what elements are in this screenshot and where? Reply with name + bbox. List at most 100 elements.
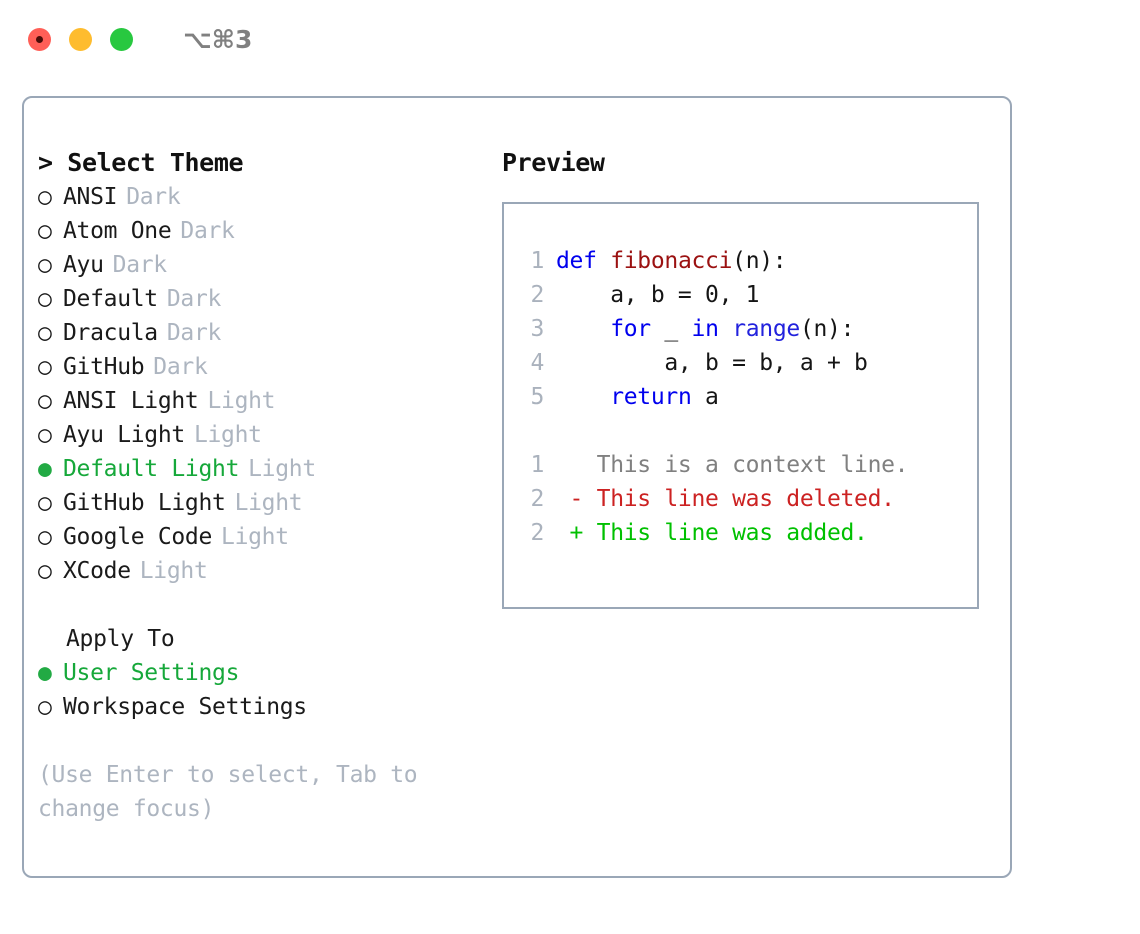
code-line: 4 a, b = b, a + b [520, 346, 977, 380]
theme-option-row[interactable]: ○ Ayu Light Light [38, 418, 508, 452]
code-token: - This line was deleted. [556, 486, 895, 512]
theme-option-label: XCode [63, 558, 131, 584]
code-token: This is a context line. [556, 452, 909, 478]
theme-option-category: Light [221, 524, 289, 550]
code-token: + This line was added. [556, 520, 868, 546]
radio-selected-icon[interactable]: ● [38, 456, 52, 482]
radio-unselected-icon[interactable]: ○ [38, 558, 52, 584]
radio-unselected-icon[interactable]: ○ [38, 286, 52, 312]
code-line: 1 This is a context line. [520, 448, 977, 482]
minimize-window-button[interactable] [69, 27, 92, 51]
diff-sample: 1 This is a context line.2 - This line w… [520, 448, 977, 550]
radio-unselected-icon[interactable]: ○ [38, 388, 52, 414]
code-token [719, 316, 733, 342]
code-token: def [556, 248, 611, 274]
theme-option-category: Light [248, 456, 316, 482]
line-number: 4 [530, 350, 544, 376]
radio-unselected-icon[interactable]: ○ [38, 252, 52, 278]
theme-option-label: Ayu [63, 252, 104, 278]
maximize-window-button[interactable] [110, 27, 133, 51]
code-line-content: for _ in range(n): [556, 312, 854, 346]
theme-option-category: Dark [166, 286, 222, 312]
radio-selected-icon[interactable]: ● [38, 660, 52, 686]
theme-option-label: Google Code [63, 524, 213, 550]
theme-option-row[interactable]: ○ XCode Light [38, 554, 508, 588]
code-line: 2 - This line was deleted. [520, 482, 977, 516]
theme-option-label: GitHub [63, 354, 145, 380]
code-diff-spacer [520, 414, 977, 448]
theme-option-category: Light [139, 558, 208, 584]
window-title-bar: ⌥⌘3 [0, 0, 1140, 78]
code-line-content: - This line was deleted. [556, 482, 895, 516]
theme-option-label: Atom One [63, 218, 172, 244]
theme-option-label: Ayu Light [63, 422, 185, 448]
code-token: _ [650, 316, 692, 342]
code-token: (n): [799, 316, 855, 342]
code-token [556, 316, 610, 342]
code-token: range [732, 316, 800, 342]
theme-option-row[interactable]: ○ Google Code Light [38, 520, 508, 554]
theme-option-label: Default Light [63, 456, 240, 482]
apply-to-heading: Apply To [66, 626, 175, 652]
theme-option-category: Dark [112, 252, 168, 278]
theme-option-row[interactable]: ○ Ayu Dark [38, 248, 508, 282]
code-line-content: + This line was added. [556, 516, 868, 550]
theme-option-category: Light [193, 422, 262, 448]
radio-unselected-icon[interactable]: ○ [38, 218, 52, 244]
theme-option-category: Light [207, 388, 276, 414]
theme-option-category: Light [234, 490, 303, 516]
line-number: 2 [530, 486, 544, 512]
keyboard-hint-text: (Use Enter to select, Tab to change focu… [38, 762, 418, 822]
select-theme-heading: > Select Theme [38, 148, 244, 177]
apply-to-option-label: Workspace Settings [63, 694, 307, 720]
code-line-content: a, b = b, a + b [556, 346, 868, 380]
code-token: a [691, 384, 719, 410]
theme-option-row[interactable]: ● Default Light Light [38, 452, 508, 486]
theme-option-category: Dark [166, 320, 222, 346]
radio-unselected-icon[interactable]: ○ [38, 320, 52, 346]
radio-unselected-icon[interactable]: ○ [38, 490, 52, 516]
code-token: return [610, 384, 692, 410]
theme-option-label: Dracula [63, 320, 158, 346]
code-line: 3 for _ in range(n): [520, 312, 977, 346]
close-window-button[interactable] [28, 27, 51, 51]
apply-to-list[interactable]: ● User Settings ○ Workspace Settings [38, 656, 508, 724]
radio-unselected-icon[interactable]: ○ [38, 422, 52, 448]
radio-unselected-icon[interactable]: ○ [38, 184, 52, 210]
theme-option-row[interactable]: ○ Atom One Dark [38, 214, 508, 248]
code-token: in [691, 316, 719, 342]
line-number: 1 [530, 452, 544, 478]
code-line: 2 a, b = 0, 1 [520, 278, 977, 312]
code-token: for [610, 316, 651, 342]
code-line-content: def fibonacci(n): [556, 244, 787, 278]
code-line-content: return a [556, 380, 719, 414]
line-number: 2 [530, 520, 544, 546]
radio-unselected-icon[interactable]: ○ [38, 354, 52, 380]
radio-unselected-icon[interactable]: ○ [38, 524, 52, 550]
list-spacer [38, 588, 508, 622]
apply-to-option-label: User Settings [63, 660, 240, 686]
code-token: a, b = 0, 1 [556, 282, 760, 308]
code-line-content: a, b = 0, 1 [556, 278, 759, 312]
theme-option-category: Dark [180, 218, 235, 244]
radio-unselected-icon[interactable]: ○ [38, 694, 52, 720]
preview-heading: Preview [502, 148, 605, 177]
theme-option-label: ANSI Light [63, 388, 199, 414]
apply-to-option-row[interactable]: ● User Settings [38, 656, 508, 690]
code-token: fibonacci [610, 248, 733, 274]
line-number: 3 [530, 316, 544, 342]
apply-to-option-row[interactable]: ○ Workspace Settings [38, 690, 508, 724]
theme-option-row[interactable]: ○ ANSI Light Light [38, 384, 508, 418]
theme-option-row[interactable]: ○ Dracula Dark [38, 316, 508, 350]
theme-option-label: ANSI [63, 184, 118, 210]
